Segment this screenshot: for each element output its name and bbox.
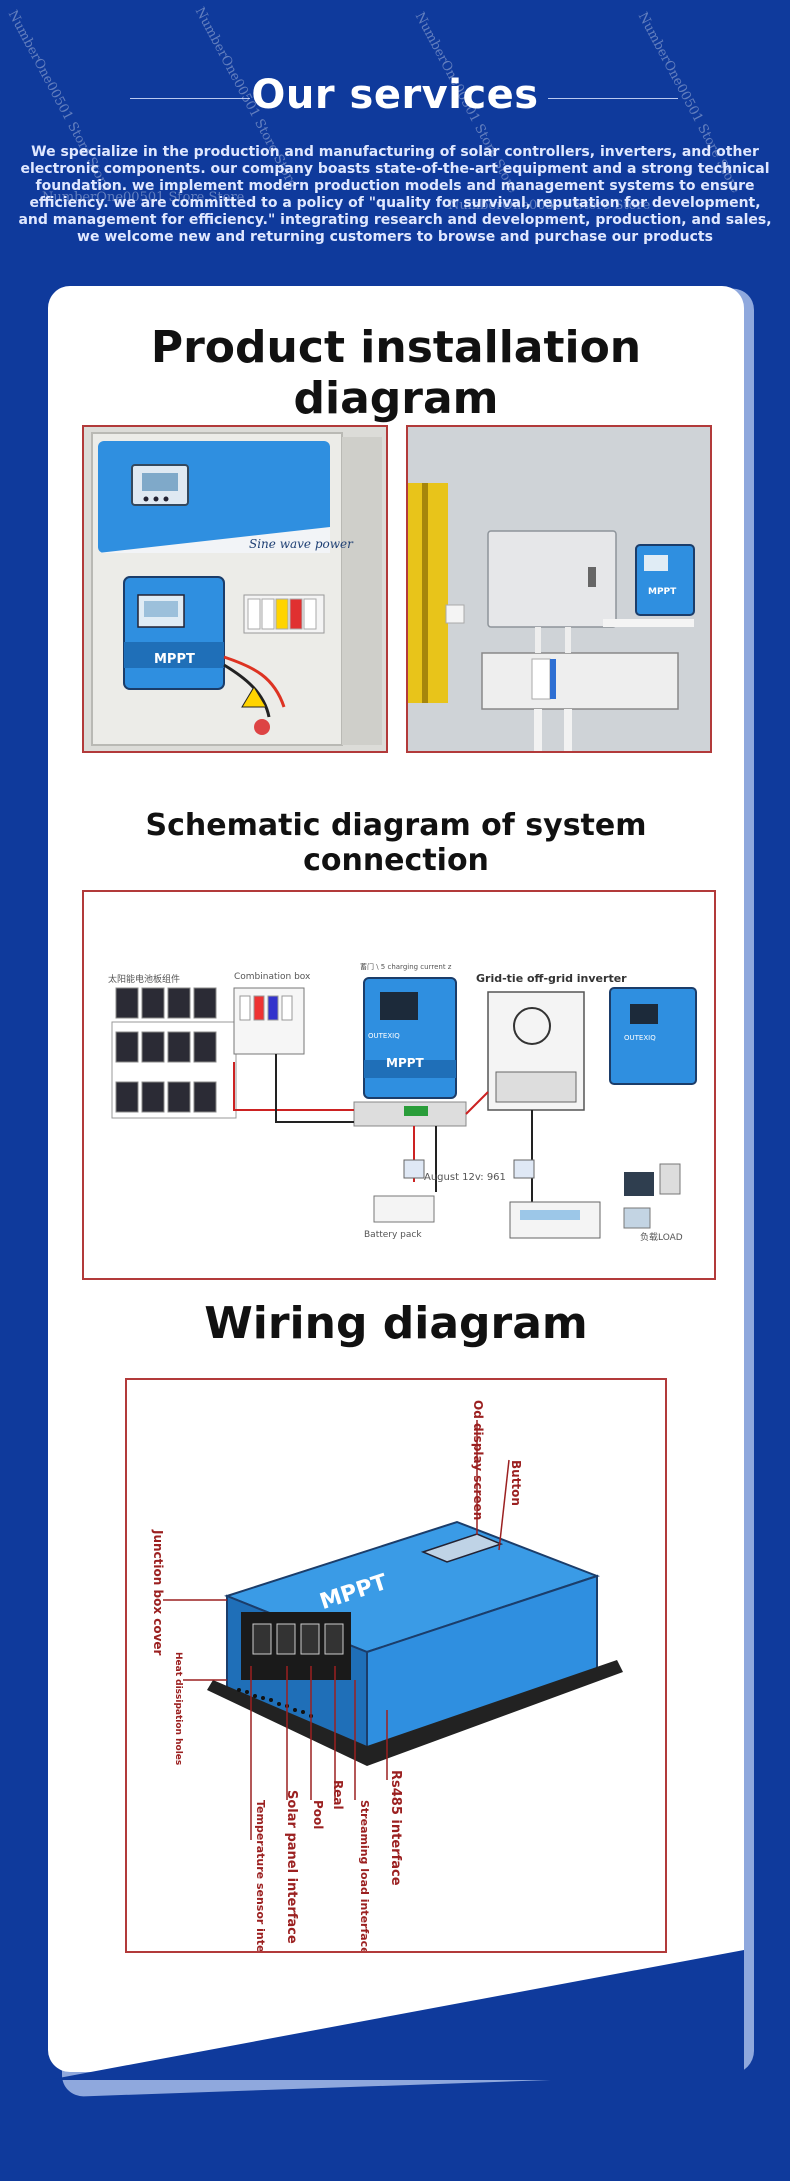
temp-label: Temperature sensor interface bbox=[254, 1800, 267, 1953]
streaming-label: Streaming load interface bbox=[358, 1800, 371, 1953]
header: Our services We specialize in the produc… bbox=[0, 0, 790, 280]
real-label: Real bbox=[331, 1780, 345, 1810]
combiner-label: Combination box bbox=[234, 972, 311, 982]
controller-brand-label: MPPT bbox=[648, 587, 677, 597]
title-row: Our services bbox=[0, 68, 790, 128]
controller-brand-label: MPPT bbox=[154, 652, 195, 667]
wiring-title: Wiring diagram bbox=[204, 1298, 588, 1349]
heat-label: Heat dissipation holes bbox=[173, 1652, 183, 1766]
inverter-brand-label: OUTEXIQ bbox=[624, 1034, 656, 1042]
display-label: Od display screen bbox=[471, 1400, 485, 1521]
battery-note: August 12v: 961 bbox=[424, 1172, 506, 1183]
load-label: 负载LOAD bbox=[640, 1233, 683, 1243]
solar-label: Solar panel interface bbox=[284, 1790, 299, 1944]
install-photo-cabinet: Sine wave power MPPT bbox=[82, 425, 388, 753]
inverter-label: Grid-tie off-grid inverter bbox=[476, 972, 627, 985]
brand-small-label: OUTEXIQ bbox=[368, 1032, 400, 1040]
title-divider-right bbox=[548, 98, 678, 99]
panels-label: 太阳能电池板组件 bbox=[108, 975, 181, 985]
page-title: Our services bbox=[251, 72, 539, 118]
button-label: Button bbox=[509, 1460, 523, 1506]
install-title: Product installation diagram bbox=[150, 322, 642, 424]
install-photo-wall: MPPT bbox=[406, 425, 712, 753]
battery-label: Battery pack bbox=[364, 1230, 422, 1240]
schematic-illustration bbox=[111, 977, 697, 1239]
controller-brand-label: MPPT bbox=[386, 1056, 424, 1070]
wiring-illustration bbox=[163, 1420, 623, 1840]
wall-illustration bbox=[408, 427, 710, 751]
rs485-label: Rs485 interface bbox=[388, 1770, 403, 1886]
cabinet-illustration bbox=[84, 427, 386, 751]
watermark: NumberOne00501 Store Store bbox=[42, 190, 245, 205]
wiring-diagram: MPPT Od display screen Button Junction b… bbox=[125, 1378, 667, 1953]
schematic-title: Schematic diagram of system connection bbox=[145, 808, 647, 878]
system-schematic: 太阳能电池板组件 Combination box 蓄门 \ 5 charging… bbox=[82, 890, 716, 1280]
charging-label: 蓄门 \ 5 charging current z bbox=[360, 963, 452, 971]
watermark: NumberOne00501 Store Store bbox=[448, 198, 651, 213]
inverter-label: Sine wave power bbox=[249, 537, 353, 551]
junction-label: Junction box cover bbox=[151, 1530, 165, 1656]
pool-label: Pool bbox=[311, 1800, 325, 1830]
intro-text: We specialize in the production and manu… bbox=[18, 144, 772, 245]
title-divider-left bbox=[130, 98, 250, 99]
